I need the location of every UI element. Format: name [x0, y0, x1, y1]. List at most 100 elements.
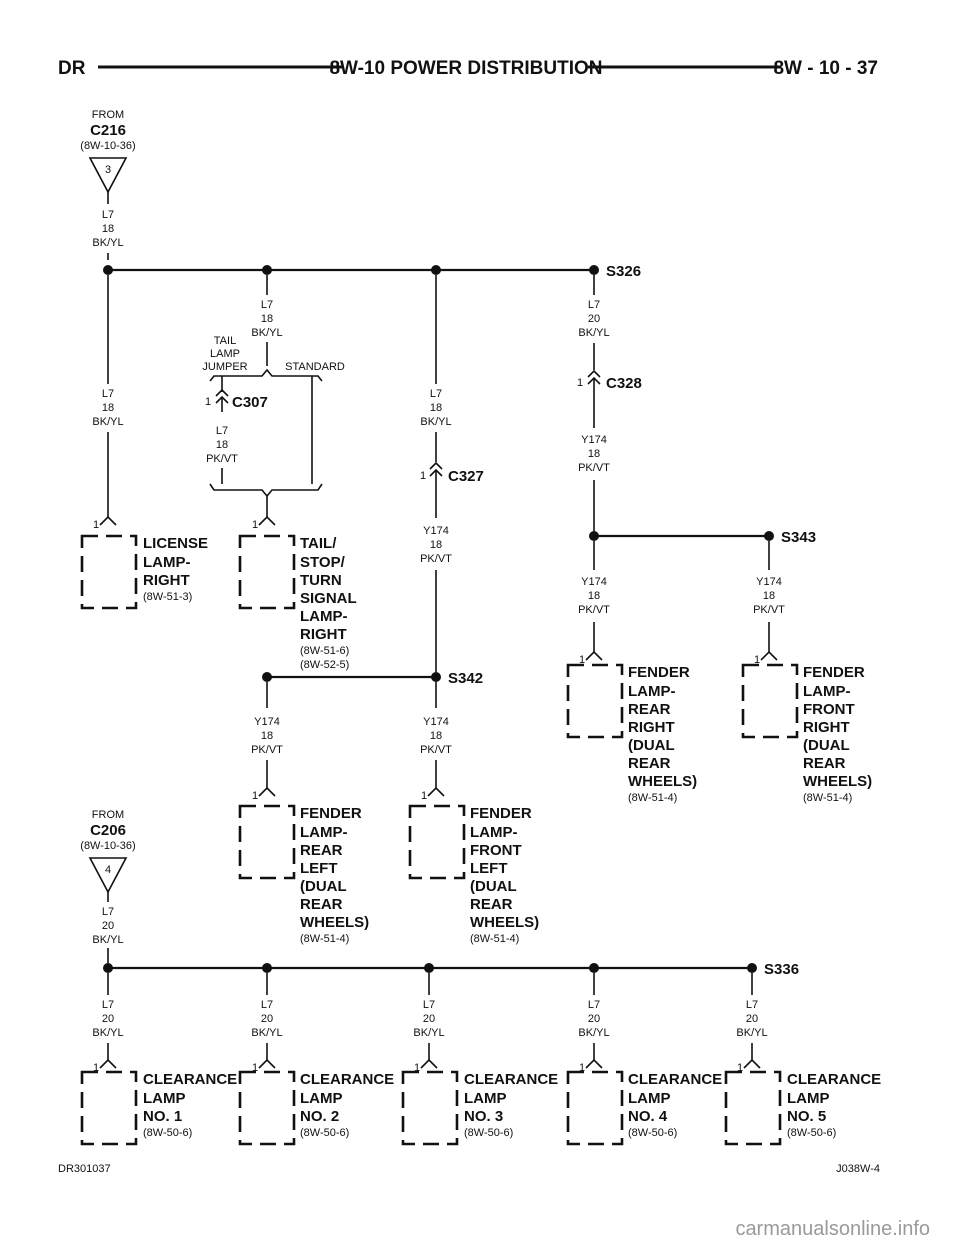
splice-node [589, 531, 599, 541]
component-box [238, 534, 296, 610]
wire-label-circuit: L7 [588, 999, 600, 1011]
component-box [408, 804, 466, 880]
component-name: WHEELS) [470, 914, 539, 931]
jumper-label: LAMP [210, 348, 240, 360]
component-ref: (8W-51-4) [628, 792, 677, 804]
pin-number: 1 [579, 1062, 585, 1074]
wire-label-color: BK/YL [92, 416, 123, 428]
footer-left: DR301037 [58, 1163, 111, 1175]
wire-label-color: BK/YL [92, 237, 123, 249]
wire-label-gauge: 18 [102, 223, 114, 235]
component-name: REAR [628, 701, 671, 718]
pin-terminal [585, 650, 603, 661]
branch-license: L7 18 BK/YL 1 LICENSE LAMP- RIGHT (8W-51… [80, 275, 208, 610]
pin-number: 1 [414, 1062, 420, 1074]
branch-fender-rear-left: Y174 18 PK/VT 1 FENDER LAMP- REAR LEFT (… [238, 682, 369, 945]
branch-c327: L7 18 BK/YL 1 C327 Y174 18 PK/VT [420, 275, 484, 672]
wire-label-gauge: 18 [430, 539, 442, 551]
wire-label-circuit: L7 [102, 999, 114, 1011]
component-ref: (8W-51-4) [470, 933, 519, 945]
source-pin: 4 [105, 864, 111, 876]
branch-fender-front-right: Y174 18 PK/VT 1 FENDER LAMP- FRONT RIGHT… [741, 541, 872, 804]
component-name: NO. 5 [787, 1108, 826, 1125]
component-name: (DUAL [300, 878, 347, 895]
splice-node [431, 265, 441, 275]
component-box [238, 1070, 296, 1146]
component-name: LAMP [787, 1090, 830, 1107]
splice-node [589, 963, 599, 973]
wire-label-circuit: Y174 [581, 576, 607, 588]
component-name: LAMP- [300, 824, 348, 841]
option-bracket-top [209, 368, 323, 382]
component-name: LEFT [300, 860, 338, 877]
wire-label-circuit: Y174 [423, 716, 449, 728]
pin-terminal [760, 650, 778, 661]
pin-number: 1 [252, 1062, 258, 1074]
pin-number: 1 [579, 654, 585, 666]
component-name: FRONT [470, 842, 522, 859]
connector-symbol [429, 461, 443, 477]
wire-label-gauge: 18 [588, 590, 600, 602]
wire-label-gauge: 20 [261, 1013, 273, 1025]
wire-label-color: PK/VT [206, 453, 238, 465]
pin-terminal [427, 786, 445, 797]
wire-label-gauge: 18 [430, 730, 442, 742]
header-page: 8W - 10 - 37 [773, 58, 878, 79]
source-ref: (8W-10-36) [80, 140, 135, 152]
component-name: REAR [628, 755, 671, 772]
source-c206: FROM C206 (8W-10-36) 4 L7 20 BK/YL [80, 809, 136, 963]
wire-label-color: BK/YL [92, 1027, 123, 1039]
component-name: LAMP- [300, 608, 348, 625]
wire-label-gauge: 20 [423, 1013, 435, 1025]
component-name: SIGNAL [300, 590, 357, 607]
footer-right: J038W-4 [836, 1163, 880, 1175]
pin-number: 1 [754, 654, 760, 666]
wire-label-circuit: Y174 [423, 525, 449, 537]
component-box [80, 534, 138, 610]
wire-label-gauge: 20 [746, 1013, 758, 1025]
connector-label-c307: C307 [232, 394, 268, 411]
option-bracket-bottom [209, 483, 323, 498]
component-name: LICENSE [143, 535, 208, 552]
wire-label-gauge: 18 [102, 402, 114, 414]
clearance-lamp-3: L7 20 BK/YL 1 CLEARANCE LAMP NO. 3 (8W-5… [401, 973, 558, 1146]
pin-terminal [99, 1058, 117, 1069]
component-ref: (8W-51-3) [143, 591, 192, 603]
wire-label-circuit: L7 [261, 999, 273, 1011]
wire-label-gauge: 18 [588, 448, 600, 460]
component-name: FENDER [470, 805, 532, 822]
component-box [724, 1070, 782, 1146]
component-name: CLEARANCE [300, 1071, 394, 1088]
source-c216: FROM C216 (8W-10-36) 3 L7 18 BK/YL [80, 109, 136, 260]
component-name: NO. 1 [143, 1108, 182, 1125]
wire-label-color: BK/YL [420, 416, 451, 428]
component-name: CLEARANCE [143, 1071, 237, 1088]
splice-node [262, 672, 272, 682]
component-name: STOP/ [300, 554, 346, 571]
component-name: CLEARANCE [787, 1071, 881, 1088]
pin-terminal [258, 1058, 276, 1069]
branch-tail: L7 18 BK/YL TAIL LAMP JUMPER STANDARD 1 … [202, 275, 357, 671]
wire-label-circuit: Y174 [254, 716, 280, 728]
splice-node [764, 531, 774, 541]
wire-label-color: BK/YL [251, 1027, 282, 1039]
component-name: LAMP [628, 1090, 671, 1107]
clearance-lamp-1: L7 20 BK/YL 1 CLEARANCE LAMP NO. 1 (8W-5… [80, 973, 237, 1146]
component-name: FENDER [300, 805, 362, 822]
pin-terminal [258, 786, 276, 797]
splice-node [103, 963, 113, 973]
splice-label-s343: S343 [781, 529, 816, 546]
source-from-label: FROM [92, 109, 124, 121]
source-ref: (8W-10-36) [80, 840, 135, 852]
component-name: REAR [470, 896, 513, 913]
component-name: LAMP [300, 1090, 343, 1107]
component-name: LAMP- [628, 683, 676, 700]
pin-number: 1 [421, 790, 427, 802]
wire-label-color: BK/YL [736, 1027, 767, 1039]
component-name: REAR [803, 755, 846, 772]
component-name: REAR [300, 842, 343, 859]
wire-label-gauge: 20 [102, 1013, 114, 1025]
component-name: LAMP [464, 1090, 507, 1107]
wire-label-circuit: L7 [430, 388, 442, 400]
splice-label-s326: S326 [606, 263, 641, 280]
